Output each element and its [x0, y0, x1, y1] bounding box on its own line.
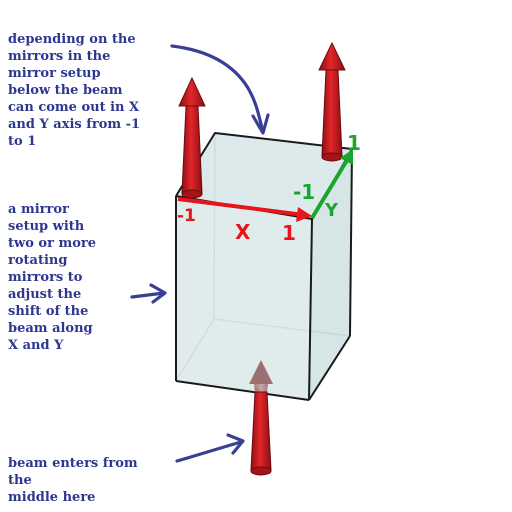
- beam-entering: [250, 391, 272, 476]
- y-axis: [310, 149, 353, 220]
- y-axis-end-label: 1: [347, 131, 361, 155]
- mirror-box-side-face: [309, 149, 352, 400]
- x-axis: [177, 197, 312, 222]
- pointer-arrow-bottom: [175, 433, 245, 463]
- mirror-box-front-face: [176, 196, 312, 400]
- beam-exit-left: [178, 76, 206, 199]
- annotation-middle: a mirror setup with two or more rotating…: [8, 202, 96, 353]
- pointer-arrow-top: [170, 44, 270, 135]
- x-axis-end-label: 1: [282, 221, 296, 245]
- x-axis-start-label: -1: [177, 206, 196, 226]
- mirror-box-top-face: [176, 133, 352, 219]
- pointer-arrow-middle: [130, 283, 167, 304]
- y-axis-label: Y: [324, 200, 339, 221]
- annotation-bottom: beam enters from the middle here: [8, 456, 138, 505]
- x-axis-label: X: [235, 220, 251, 244]
- mirror-box: [175, 132, 353, 401]
- beam-entering-faded: [249, 360, 273, 392]
- annotation-top: depending on the mirrors in the mirror s…: [8, 32, 141, 149]
- beam-exit-right: [318, 41, 346, 162]
- y-axis-start-label: -1: [293, 180, 315, 204]
